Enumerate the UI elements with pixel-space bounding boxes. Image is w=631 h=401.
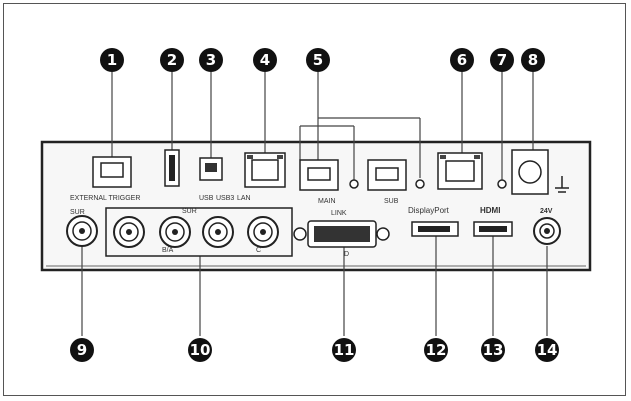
callout-badge-3: 3	[199, 48, 223, 72]
sub-usb3-port	[367, 159, 425, 191]
callout-badge-9: 9	[70, 338, 94, 362]
callout-number-10: 10	[190, 341, 211, 359]
ground-terminal	[511, 149, 569, 195]
label-c: C	[256, 247, 261, 254]
callout-number-7: 7	[497, 51, 507, 69]
label-ba: B/A	[162, 247, 174, 254]
label-main: MAIN	[318, 198, 336, 205]
label-link: LINK	[331, 210, 347, 217]
dc-power-connector	[533, 217, 561, 245]
callout-number-14: 14	[537, 341, 558, 359]
callout-number-2: 2	[167, 51, 177, 69]
callout-number-13: 13	[483, 341, 504, 359]
sd-card-slot	[164, 149, 180, 187]
leader-lines	[81, 72, 548, 336]
callout-number-8: 8	[528, 51, 538, 69]
callout-number-11: 11	[334, 341, 355, 359]
callout-number-1: 1	[107, 51, 117, 69]
label-sur-1: SUR	[70, 209, 85, 216]
figure-frame	[3, 3, 626, 396]
label-d: D	[344, 251, 349, 258]
callout-number-5: 5	[313, 51, 323, 69]
callout-badge-4: 4	[253, 48, 277, 72]
dvi-connector	[293, 220, 390, 248]
callout-number-3: 3	[206, 51, 216, 69]
label-24v: 24V	[540, 208, 553, 215]
callout-badge-11: 11	[332, 338, 356, 362]
callout-badge-10: 10	[188, 338, 212, 362]
bnc-group-box	[105, 207, 293, 257]
callout-number-9: 9	[77, 341, 87, 359]
lan-port-2	[437, 152, 507, 190]
usb-b-port	[199, 157, 223, 181]
callout-badge-13: 13	[481, 338, 505, 362]
callout-badge-6: 6	[450, 48, 474, 72]
label-displayport: DisplayPort	[408, 206, 450, 215]
callout-badge-7: 7	[490, 48, 514, 72]
callout-badge-2: 2	[160, 48, 184, 72]
callout-number-4: 4	[260, 51, 270, 69]
callout-badge-14: 14	[535, 338, 559, 362]
callout-number-12: 12	[426, 341, 447, 359]
label-sub: SUB	[384, 198, 399, 205]
label-external-trigger: EXTERNAL TRIGGER	[70, 195, 140, 202]
main-usb3-port	[299, 159, 359, 191]
callout-badge-1: 1	[100, 48, 124, 72]
ext-trigger-port	[92, 156, 132, 188]
label-sur-2: SUR	[182, 208, 197, 215]
sync-bnc-connector	[66, 215, 98, 247]
hdmi-connector	[473, 221, 513, 237]
label-hdmi: HDMI	[480, 206, 500, 215]
callout-number-6: 6	[457, 51, 467, 69]
callout-badge-8: 8	[521, 48, 545, 72]
lan-port-1	[244, 152, 286, 188]
callout-badge-12: 12	[424, 338, 448, 362]
callout-badge-5: 5	[306, 48, 330, 72]
label-lan: LAN	[237, 195, 251, 202]
label-usb: USB	[199, 195, 214, 202]
displayport-connector	[411, 221, 459, 237]
bnc-connector-group	[113, 216, 279, 248]
label-usb3: USB3	[216, 195, 234, 202]
